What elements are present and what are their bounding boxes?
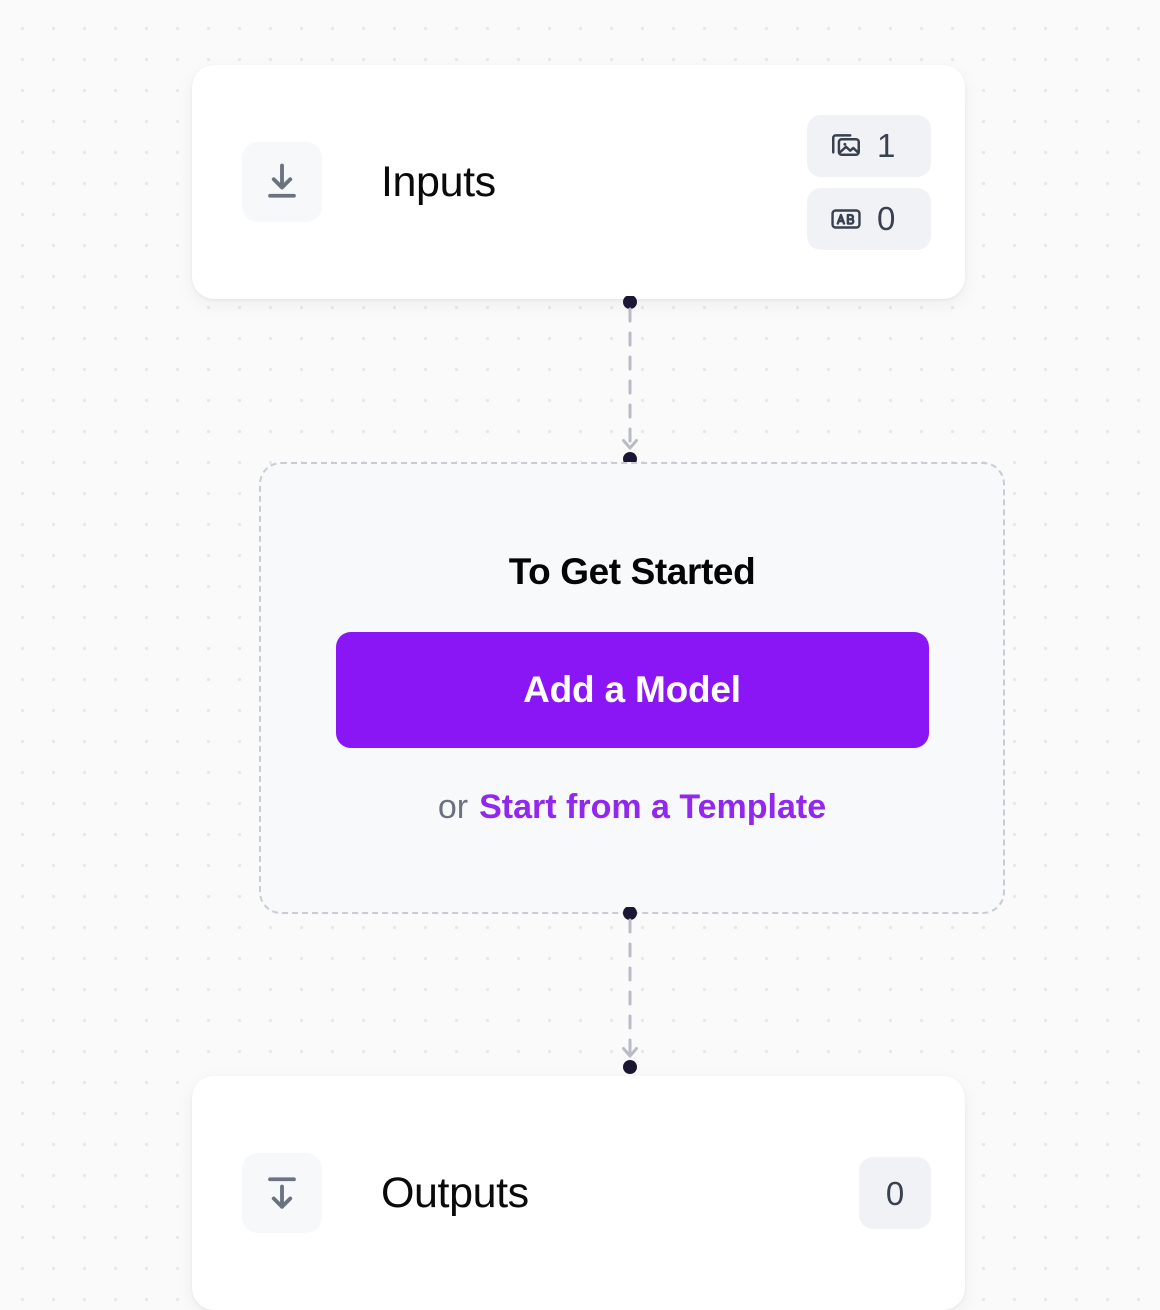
arrow-down-to-line-icon bbox=[260, 160, 304, 204]
outputs-badge-stack: 0 bbox=[859, 1157, 931, 1229]
inputs-image-count-value: 1 bbox=[877, 127, 896, 164]
outputs-count-badge[interactable]: 0 bbox=[859, 1157, 931, 1229]
ab-text-icon bbox=[829, 202, 863, 236]
get-started-placeholder-node[interactable]: To Get Started Add a Model or Start from… bbox=[259, 462, 1005, 914]
connector-target-dot bbox=[623, 1060, 637, 1074]
inputs-title: Inputs bbox=[381, 157, 496, 206]
images-icon bbox=[829, 129, 863, 163]
connector-inputs-to-get-started bbox=[612, 296, 648, 466]
inputs-icon-tile bbox=[242, 142, 322, 222]
inputs-image-count-badge[interactable]: 1 bbox=[807, 114, 931, 177]
or-label: or bbox=[437, 787, 469, 826]
line-to-arrow-down-icon bbox=[260, 1171, 304, 1215]
connector-source-dot bbox=[623, 907, 637, 920]
outputs-count-value: 0 bbox=[885, 1174, 905, 1212]
start-from-template-line: or Start from a Template bbox=[438, 790, 826, 824]
connector-source-dot bbox=[623, 296, 637, 309]
inputs-text-count-badge[interactable]: 0 bbox=[807, 187, 931, 250]
inputs-badge-stack: 1 0 bbox=[807, 114, 931, 250]
inputs-text-count-value: 0 bbox=[877, 200, 896, 237]
add-a-model-button[interactable]: Add a Model bbox=[335, 631, 929, 748]
outputs-icon-tile bbox=[242, 1153, 322, 1233]
start-from-a-template-link[interactable]: Start from a Template bbox=[479, 787, 827, 826]
inputs-node[interactable]: Inputs 1 bbox=[192, 65, 965, 299]
outputs-node[interactable]: Outputs 0 bbox=[192, 1076, 965, 1310]
outputs-title: Outputs bbox=[381, 1168, 529, 1217]
connector-get-started-to-outputs bbox=[612, 907, 648, 1074]
get-started-heading: To Get Started bbox=[508, 550, 756, 592]
